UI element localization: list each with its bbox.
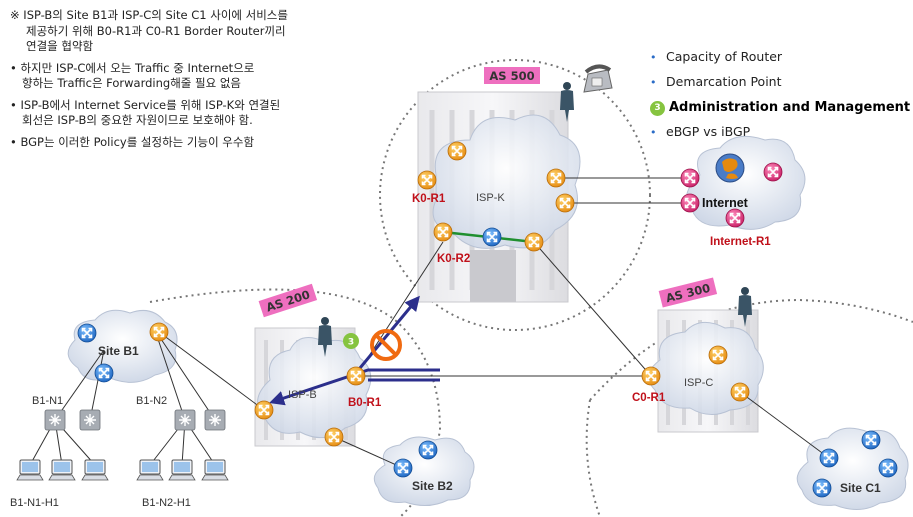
step-3-badge: 3: [343, 333, 359, 349]
router-icon: [95, 364, 113, 382]
b1-n1-label: B1-N1: [32, 395, 63, 407]
switch-icon: [79, 409, 101, 431]
prohibit-icon: [370, 329, 402, 361]
note-item: • ISP-B에서 Internet Service를 위해 ISP-K와 연결…: [10, 97, 281, 128]
router-icon: [681, 169, 699, 187]
isp-k-label: ISP-K: [476, 192, 505, 204]
router-icon: [556, 194, 574, 212]
computer-icon: [16, 459, 44, 481]
as500-tag: AS 500: [484, 67, 540, 84]
computer-icon: [168, 459, 196, 481]
router-icon: [764, 163, 782, 181]
router-icon: [325, 428, 343, 446]
site-c1-label: Site C1: [840, 481, 881, 495]
topic-item: •Capacity of Router: [650, 49, 783, 64]
site-b1-cloud: [67, 309, 178, 383]
computer-icon: [48, 459, 76, 481]
note-item: ※ ISP-B의 Site B1과 ISP-C의 Site C1 사이에 서비스…: [10, 8, 288, 53]
isp-k-cloud: [432, 114, 581, 249]
isp-c-label: ISP-C: [684, 377, 713, 389]
topic-list: •Capacity of Router •Demarcation Point 3…: [650, 48, 910, 148]
site-b2-label: Site B2: [412, 479, 453, 493]
router-icon: [820, 449, 838, 467]
router-icon: [547, 169, 565, 187]
computer-icon: [136, 459, 164, 481]
switch-icon: [44, 409, 66, 431]
k0-r1-label: K0-R1: [412, 193, 446, 205]
b0-r1-label: B0-R1: [348, 397, 382, 409]
router-icon: [879, 459, 897, 477]
router-icon: [483, 228, 501, 246]
internet-label: Internet: [702, 196, 749, 210]
k0-r2-label: K0-R2: [437, 253, 470, 265]
isp-b-label: ISP-B: [288, 389, 317, 401]
policy-arrow-to-site-b1: [269, 368, 440, 406]
router-b0r1-icon: [347, 367, 365, 385]
telephone-icon: [583, 64, 613, 93]
svg-text:3: 3: [348, 338, 354, 348]
router-k0r2-icon: [434, 223, 452, 241]
as500-boundary: [379, 59, 651, 331]
router-c0r1-icon: [642, 367, 660, 385]
router-icon: [448, 142, 466, 160]
router-icon: [150, 323, 168, 341]
b1-n1-h1-label: B1-N1-H1: [10, 497, 59, 509]
switch-icon: [174, 409, 196, 431]
router-icon: [78, 324, 96, 342]
router-icon: [255, 401, 273, 419]
router-icon: [709, 346, 727, 364]
as200-boundary: [149, 288, 442, 517]
internet-r1-label: Internet-R1: [710, 236, 771, 248]
policy-notes: ※ ISP-B의 Site B1과 ISP-C의 Site C1 사이에 서비스…: [10, 8, 370, 156]
svg-text:AS 500: AS 500: [489, 69, 534, 83]
step-badge: 3: [650, 101, 665, 116]
site-b2-cloud: [373, 436, 475, 506]
router-inet-r1-icon: [726, 209, 744, 227]
router-icon: [525, 233, 543, 251]
svg-text:AS 200: AS 200: [264, 287, 311, 314]
router-icon: [731, 383, 749, 401]
note-item: • BGP는 이러한 Policy를 설정하는 기능이 우수함: [10, 134, 255, 149]
b1-n2-h1-label: B1-N2-H1: [142, 497, 191, 509]
topic-item: •Demarcation Point: [650, 74, 782, 89]
topic-item: •eBGP vs iBGP: [650, 124, 751, 139]
b1-n2-label: B1-N2: [136, 395, 167, 407]
internet-cloud: [686, 135, 806, 230]
router-icon: [813, 479, 831, 497]
c0-r1-label: C0-R1: [632, 392, 666, 404]
router-k0r1-icon: [418, 171, 436, 189]
router-icon: [394, 459, 412, 477]
site-b1-label: Site B1: [98, 344, 139, 358]
computer-icon: [201, 459, 229, 481]
router-icon: [681, 194, 699, 212]
as300-tag: AS 300: [658, 277, 718, 308]
as300-boundary: [589, 298, 913, 401]
globe-icon: [715, 153, 745, 183]
router-icon: [862, 431, 880, 449]
router-icon: [419, 441, 437, 459]
computer-icon: [81, 459, 109, 481]
switch-icon: [204, 409, 226, 431]
